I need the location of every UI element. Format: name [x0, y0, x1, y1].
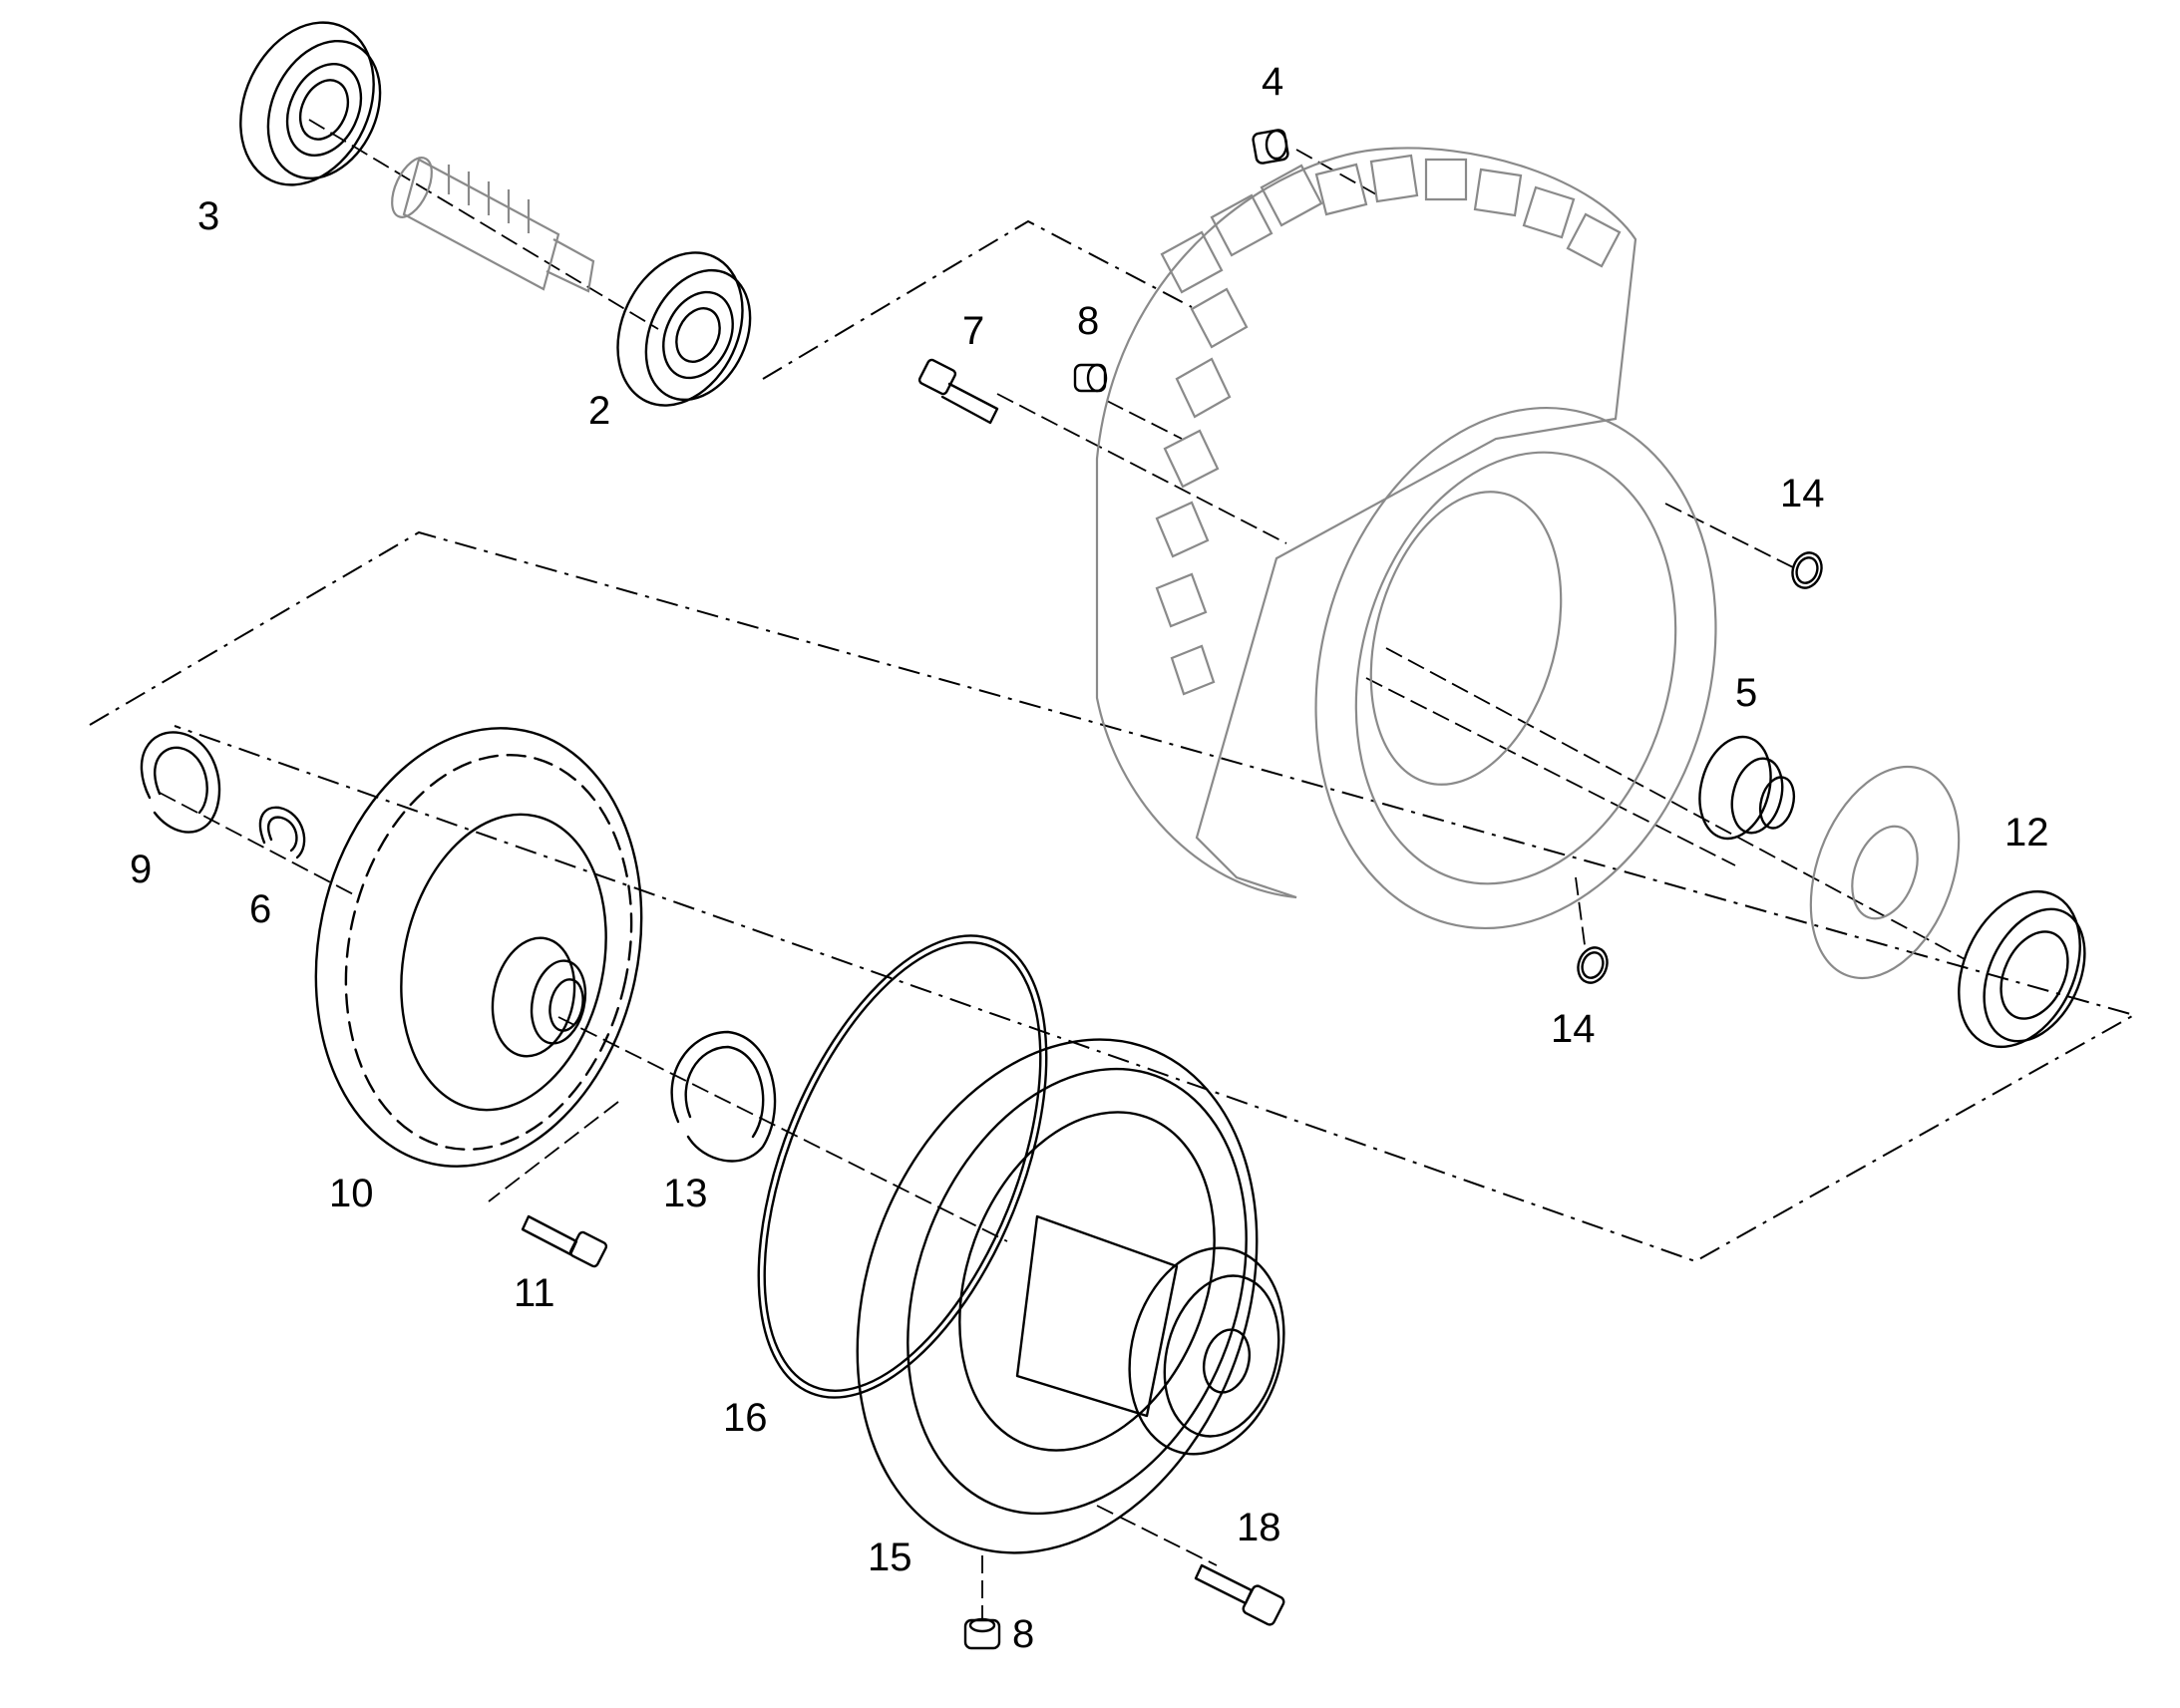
- assembly-outline-lower: [89, 530, 2137, 1263]
- callout-3: 3: [197, 194, 219, 238]
- callout-5: 5: [1735, 671, 1757, 715]
- callout-4: 4: [1262, 60, 1283, 104]
- bearing-12: [1958, 889, 2086, 1049]
- oring-16: [757, 934, 1048, 1399]
- snap-ring-9: [140, 731, 221, 834]
- callout-8: 8: [1077, 299, 1099, 343]
- callout-2: 2: [588, 389, 610, 433]
- callout-18: 18: [1237, 1506, 1281, 1549]
- pinion-shaft: [391, 157, 595, 293]
- bolt-18: [1194, 1563, 1285, 1626]
- plug-8-lower: [963, 1617, 1001, 1650]
- plug-8-upper: [1073, 363, 1108, 393]
- leader-lines: [159, 119, 1966, 1620]
- plug-4: [1252, 129, 1289, 165]
- callout-11: 11: [514, 1271, 555, 1315]
- hub-15: [856, 1038, 1285, 1554]
- oring-14-lower: [1577, 946, 1609, 984]
- callout-13: 13: [663, 1172, 708, 1215]
- callout-16: 16: [723, 1396, 768, 1440]
- snap-ring-6: [258, 806, 306, 859]
- snap-ring-13: [670, 1030, 777, 1163]
- callout-8: 8: [1012, 1612, 1034, 1656]
- bolt-11: [521, 1214, 608, 1268]
- callout-7: 7: [962, 309, 984, 353]
- callout-14: 14: [1551, 1007, 1596, 1051]
- callout-15: 15: [868, 1536, 912, 1579]
- assembly-outline-upper: [762, 219, 1193, 380]
- oring-14-upper: [1791, 551, 1823, 589]
- bearing-5: [1698, 735, 1796, 841]
- bolt-7: [917, 358, 999, 425]
- thrust-plate: [1809, 765, 1961, 980]
- callout-6: 6: [249, 887, 271, 931]
- callout-labels: 3 4 2 7 8 14 5 12 14 9 6 10 13 11 16 15 …: [130, 60, 2049, 1656]
- gear-10: [314, 727, 643, 1168]
- bearing-3: [239, 21, 382, 186]
- callout-12: 12: [2004, 811, 2049, 854]
- callout-10: 10: [329, 1172, 374, 1215]
- callout-14: 14: [1780, 472, 1825, 515]
- bearing-2: [616, 251, 752, 407]
- callout-9: 9: [130, 848, 152, 891]
- wheel-housing: [1095, 147, 1717, 929]
